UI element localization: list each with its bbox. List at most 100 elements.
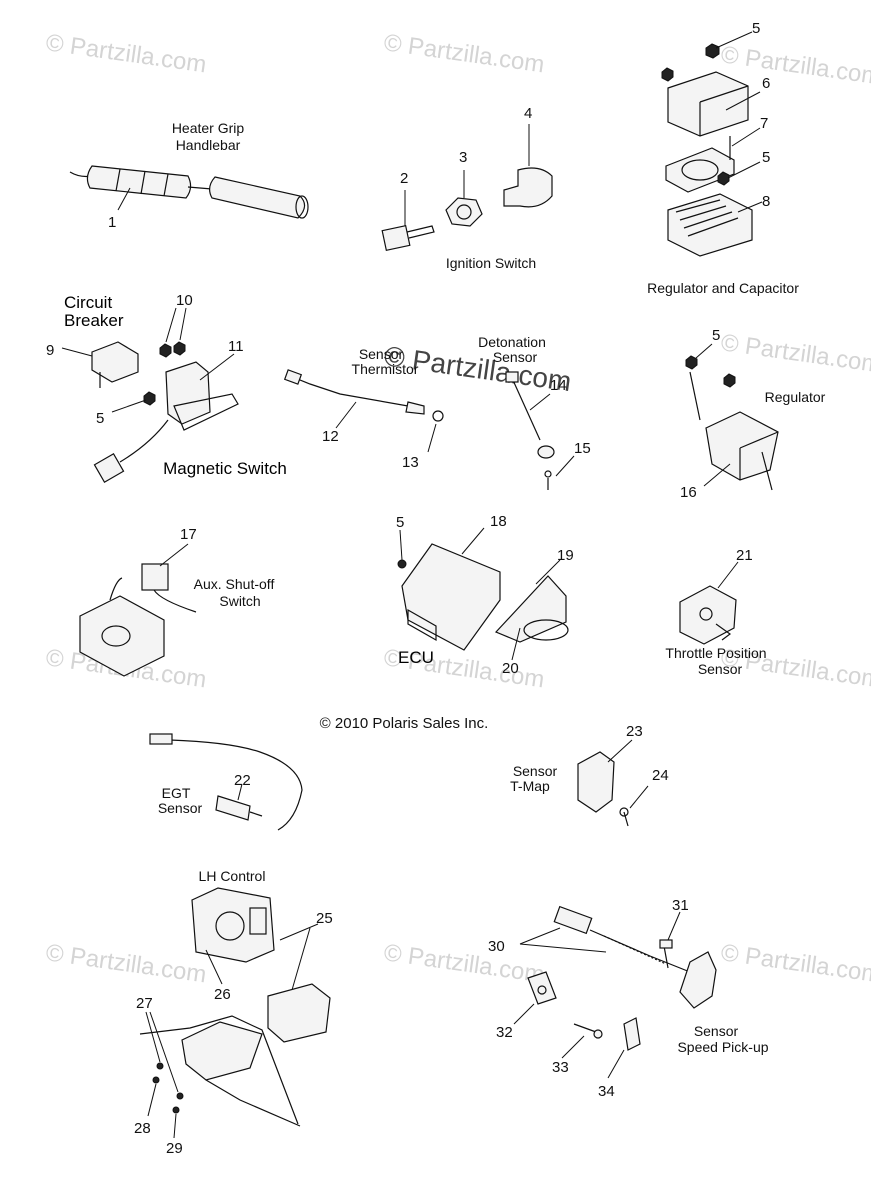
handlebar-grip: [209, 176, 306, 219]
aux-shutoff-switch: [141, 563, 169, 591]
aux-shutoff-housing: [79, 595, 165, 677]
master-cylinder: [181, 1021, 263, 1081]
label-ignition-switch: Ignition Switch: [446, 255, 536, 271]
bolt-icon: [623, 811, 629, 827]
egt-wire: [169, 739, 303, 831]
regulator-group: [685, 343, 779, 491]
ecu-bracket: [494, 575, 567, 643]
callout-5: 5: [96, 410, 104, 427]
ecu-group: [397, 527, 569, 661]
callout-21: 21: [736, 547, 753, 564]
nut-icon: [723, 373, 736, 388]
callout-19: 19: [557, 547, 574, 564]
tmap-sensor: [577, 751, 615, 813]
label-egt: EGT: [162, 785, 191, 801]
label-sensor-thermistor: Sensor: [359, 346, 404, 362]
heater-grip: [86, 165, 192, 199]
clip-34: [623, 1017, 641, 1051]
callout-31: 31: [672, 897, 689, 914]
capacitor: [667, 71, 749, 137]
screw-icon: [156, 1062, 164, 1070]
watermark: © Partzilla.com: [382, 939, 546, 988]
label-aux-shutoff-2: Switch: [219, 593, 260, 609]
lh-control-group: [139, 887, 331, 1139]
magnetic-switch: [165, 361, 211, 425]
callout-18: 18: [490, 513, 507, 530]
nut-icon: [661, 67, 674, 82]
label-sensor-speed: Sensor: [694, 1023, 739, 1039]
switch-module: [267, 983, 331, 1043]
bolt-icon: [663, 945, 669, 969]
callout-34: 34: [598, 1083, 615, 1100]
label-heater-grip: Heater Grip: [172, 120, 245, 136]
label-regulator: Regulator: [765, 389, 826, 405]
gasket: [665, 147, 735, 193]
nut-icon: [143, 391, 156, 406]
speed-sensor-connector: [553, 905, 593, 935]
detonation-wire: [511, 377, 541, 441]
speed-sensor: [679, 951, 717, 1009]
circuit-breaker: [91, 341, 139, 383]
watermark: © Partzilla.com: [719, 329, 871, 378]
callout-11: 11: [228, 338, 244, 355]
callout-5: 5: [752, 20, 760, 37]
label-layer: Heater Grip Handlebar Ignition Switch Re…: [64, 120, 826, 1055]
label-detonation-sensor-2: Sensor: [493, 349, 538, 365]
callout-16: 16: [680, 484, 697, 501]
callout-29: 29: [166, 1140, 183, 1157]
callout-27: 27: [136, 995, 153, 1012]
callout-12: 12: [322, 428, 339, 445]
nut-icon: [717, 171, 730, 186]
speed-pickup-group: [513, 905, 717, 1079]
watermark-layer: © Partzilla.com © Partzilla.com © Partzi…: [44, 29, 871, 988]
label-detonation-sensor: Detonation: [478, 334, 546, 350]
nut-icon: [685, 355, 698, 370]
label-handlebar: Handlebar: [176, 137, 241, 153]
callout-23: 23: [626, 723, 643, 740]
clip-32: [527, 971, 557, 1005]
bolt-icon: [397, 559, 407, 569]
label-aux-shutoff: Aux. Shut-off: [194, 576, 275, 592]
magnetic-switch-group: [61, 307, 239, 483]
callout-32: 32: [496, 1024, 513, 1041]
nut-icon: [705, 43, 720, 59]
callout-26: 26: [214, 986, 231, 1003]
screw-icon: [172, 1106, 180, 1114]
callout-3: 3: [459, 149, 467, 166]
ecu: [401, 543, 501, 651]
detonation-sensor-group: [505, 371, 575, 490]
nut-icon: [173, 341, 186, 356]
callout-30: 30: [488, 938, 505, 955]
callout-15: 15: [574, 440, 591, 457]
thermistor-group: [283, 369, 444, 453]
screw-icon: [152, 1076, 160, 1084]
callout-1: 1: [108, 214, 116, 231]
thermistor-wire: [289, 375, 409, 407]
thermistor-tip: [405, 401, 425, 415]
lever-assembly: [139, 1015, 299, 1125]
ignition-key: [381, 225, 411, 251]
label-tmap: T-Map: [510, 778, 550, 794]
aux-shutoff-group: [79, 543, 197, 677]
label-ecu: ECU: [398, 648, 434, 667]
label-magnetic-switch: Magnetic Switch: [163, 459, 287, 478]
detonation-sensor: [537, 445, 555, 459]
nut-icon: [159, 343, 172, 358]
callout-6: 6: [762, 75, 770, 92]
callout-17: 17: [180, 526, 197, 543]
callout-25: 25: [316, 910, 333, 927]
screw-icon: [176, 1092, 184, 1100]
label-circuit-breaker: Circuit: [64, 293, 112, 312]
callout-20: 20: [502, 660, 519, 677]
callout-10: 10: [176, 292, 193, 309]
watermark: © Partzilla.com: [44, 939, 208, 988]
regulator: [667, 193, 753, 257]
callout-4: 4: [524, 105, 532, 122]
throttle-position-group: [679, 561, 739, 645]
watermark: © Partzilla.com: [44, 29, 208, 78]
label-regulator-capacitor: Regulator and Capacitor: [647, 280, 799, 296]
label-lh-control: LH Control: [199, 868, 266, 884]
callout-22: 22: [234, 772, 251, 789]
tmap-group: [577, 739, 649, 827]
